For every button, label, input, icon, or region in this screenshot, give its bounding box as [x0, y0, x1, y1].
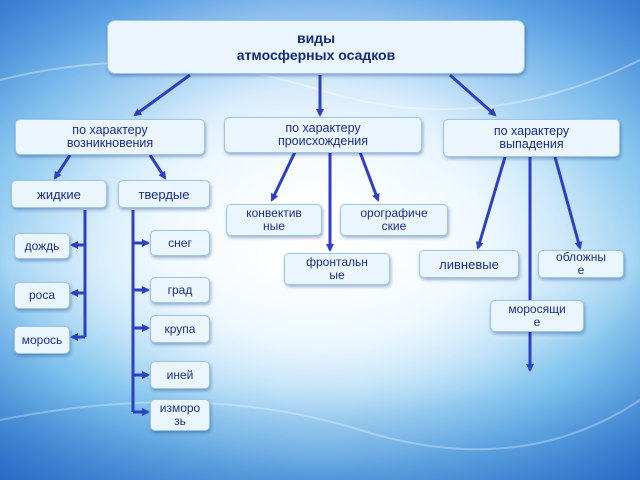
origin-item-frontal: фронтальн ые: [284, 253, 390, 285]
precip-item-drizzling: моросящи е: [490, 300, 584, 332]
liquid-item-rain: дождь: [14, 233, 70, 259]
type-solid: твердые: [118, 180, 210, 208]
liquid-item-drizzle: морось: [14, 326, 70, 354]
root-title-line1: виды: [296, 30, 336, 46]
solid-item-rime: изморо зь: [150, 399, 210, 431]
solid-item-frost: иней: [150, 361, 210, 389]
origin-item-orographic: орографиче ские: [340, 204, 448, 236]
precip-item-showers: ливневые: [419, 250, 519, 278]
root-title-line2: атмосферных осадков: [236, 47, 396, 63]
liquid-item-dew: роса: [14, 282, 70, 309]
precip-item-overcast: обложны е: [538, 250, 624, 278]
type-liquid: жидкие: [11, 180, 107, 208]
solid-item-hail: град: [150, 277, 210, 303]
solid-item-groats: крупа: [150, 315, 210, 343]
solid-item-snow: снег: [150, 230, 210, 256]
category-precipitation: по характеру выпадения: [443, 119, 620, 157]
origin-item-convective: конвектив ные: [226, 204, 322, 236]
category-formation: по характеру возникновения: [15, 119, 205, 155]
category-origin: по характеру происхождения: [224, 117, 422, 153]
